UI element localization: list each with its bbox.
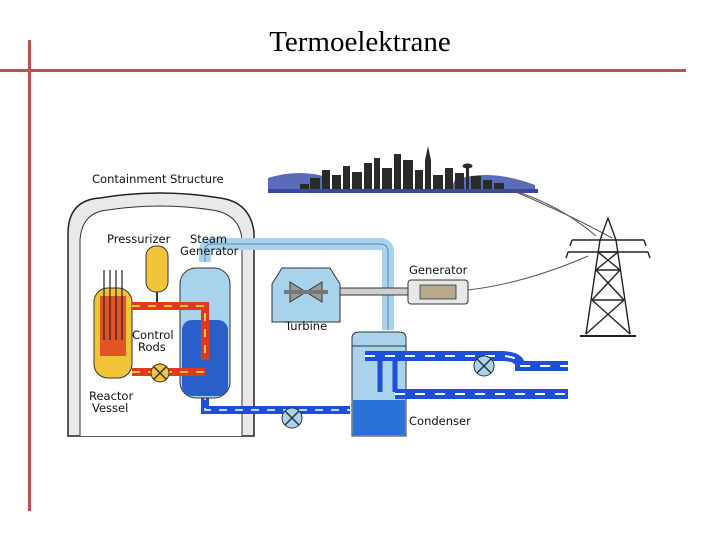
turbine-icon xyxy=(271,267,341,323)
label-steam-generator-line2: Generator xyxy=(180,244,239,258)
city-skyline-icon xyxy=(268,146,538,193)
label-pressurizer: Pressurizer xyxy=(107,232,171,246)
generator-unit xyxy=(407,279,469,305)
reactor-vessel xyxy=(93,270,133,379)
label-steam-generator-line1: Steam xyxy=(190,232,227,246)
label-reactor-vessel-line1: Reactor xyxy=(89,389,133,403)
pump-icon xyxy=(473,355,495,377)
pump-icon xyxy=(281,407,303,429)
title-underline xyxy=(0,69,686,72)
label-containment-structure: Containment Structure xyxy=(92,172,224,186)
label-control-rods-line2: Rods xyxy=(138,340,166,354)
label-turbine: Turbine xyxy=(284,319,327,333)
label-condenser: Condenser xyxy=(409,414,471,428)
slide-title: Termoelektrane xyxy=(269,26,451,58)
left-margin-rule xyxy=(28,40,31,511)
transmission-tower-icon xyxy=(565,215,651,337)
label-generator: Generator xyxy=(409,263,468,277)
pump-icon xyxy=(150,363,170,383)
label-control-rods-line1: Control xyxy=(132,328,174,342)
label-reactor-vessel-line2: Vessel xyxy=(92,401,128,415)
